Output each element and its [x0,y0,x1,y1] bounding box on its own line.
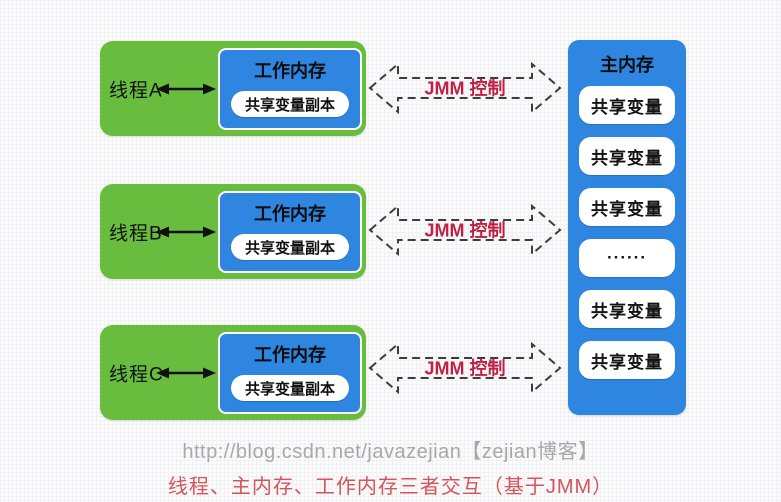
working-memory-title: 工作内存 [254,61,326,81]
jmm-control-arrow-c: JMM 控制 [367,340,563,396]
main-memory-slots: 共享变量 共享变量 共享变量 ······ 共享变量 共享变量 [579,86,675,379]
shared-variable-slot: 共享变量 [579,188,675,226]
working-memory-box: 工作内存 共享变量副本 [218,332,362,414]
dashed-double-arrow-icon [368,203,562,257]
shared-variable-slot: 共享变量 [579,86,675,124]
ellipsis-slot: ······ [579,239,675,277]
jmm-control-arrow-b: JMM 控制 [367,202,563,258]
double-arrow-icon [156,83,216,94]
thread-row-b: 线程B 工作内存 共享变量副本 [100,184,366,279]
thread-row-c: 线程C 工作内存 共享变量副本 [100,325,366,420]
shared-variable-slot: 共享变量 [579,341,675,379]
shared-variable-copy: 共享变量副本 [231,91,349,117]
shared-variable-slot: 共享变量 [579,137,675,175]
jmm-control-arrow-a: JMM 控制 [367,60,563,116]
jmm-control-label: JMM 控制 [424,78,506,99]
shared-variable-slot: 共享变量 [579,290,675,328]
main-memory-title: 主内存 [600,55,654,75]
main-memory-box: 主内存 共享变量 共享变量 共享变量 ······ 共享变量 共享变量 [568,40,686,415]
thread-row-a: 线程A 工作内存 共享变量副本 [100,41,366,136]
shared-variable-copy: 共享变量副本 [231,234,349,260]
footer: http://blog.csdn.net/javazejian【zejian博客… [0,435,781,499]
shared-variable-copy: 共享变量副本 [231,375,349,401]
working-memory-box: 工作内存 共享变量副本 [218,191,362,273]
working-memory-box: 工作内存 共享变量副本 [218,48,362,130]
double-arrow-icon [156,367,216,378]
thread-label: 线程A [109,80,163,101]
working-memory-title: 工作内存 [254,204,326,224]
working-memory-title: 工作内存 [254,345,326,365]
footer-url: http://blog.csdn.net/javazejian【zejian博客… [182,441,599,463]
jmm-control-label: JMM 控制 [424,358,506,379]
thread-label: 线程C [109,364,164,385]
dashed-double-arrow-icon [368,61,562,115]
double-arrow-icon [156,226,216,237]
thread-label: 线程B [109,223,163,244]
footer-caption: 线程、主内存、工作内存三者交互（基于JMM） [167,476,614,498]
dashed-double-arrow-icon [368,341,562,395]
jmm-control-label: JMM 控制 [424,220,506,241]
